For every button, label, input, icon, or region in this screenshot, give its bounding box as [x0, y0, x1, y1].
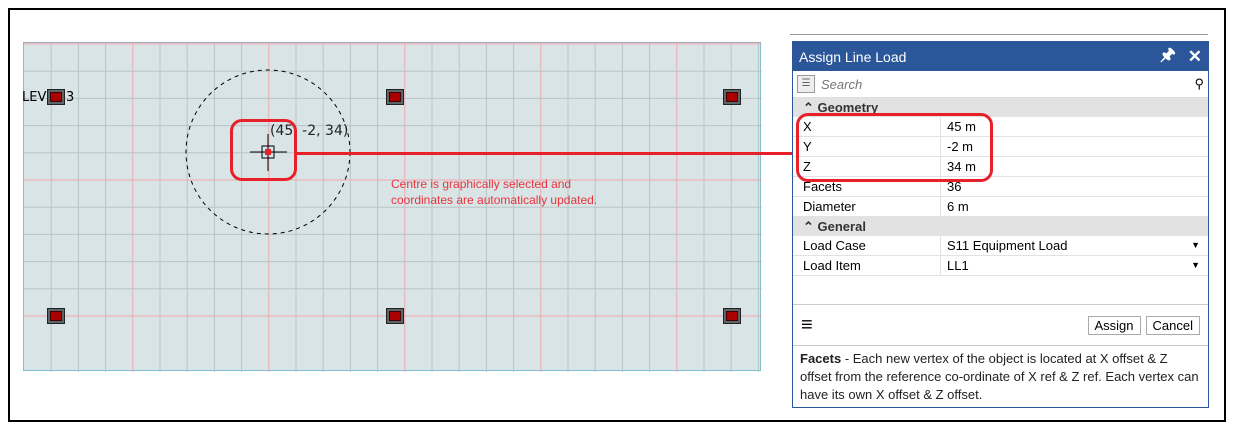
column-marker[interactable] [723, 308, 741, 324]
highlight-box-xyz [796, 113, 993, 182]
screenshot-frame [8, 8, 1226, 422]
annotation-line: coordinates are automatically updated. [391, 193, 598, 207]
property-value[interactable]: LL1 ▼ [941, 256, 1208, 275]
property-row[interactable]: X 45 m [793, 117, 1208, 137]
panel-footer: ≡ Assign Cancel [793, 304, 1208, 346]
callout-line [297, 152, 797, 155]
property-label: X [793, 117, 941, 136]
property-label: Load Case [793, 236, 941, 255]
property-row[interactable]: Load Item LL1 ▼ [793, 256, 1208, 276]
search-input[interactable] [821, 76, 1195, 92]
column-marker[interactable] [47, 89, 65, 105]
close-icon[interactable]: ✕ [1187, 46, 1202, 66]
property-value[interactable]: 6 m [941, 197, 1208, 216]
property-value[interactable]: S11 Equipment Load ▼ [941, 236, 1208, 255]
property-value[interactable]: 45 m [941, 117, 1208, 136]
section-title: Geometry [817, 100, 879, 115]
search-icon[interactable]: ⚲ [1194, 76, 1204, 91]
value-text: S11 Equipment Load [947, 238, 1068, 253]
divider [790, 34, 1208, 35]
annotation-line: Centre is graphically selected and [391, 177, 572, 191]
property-row[interactable]: Y -2 m [793, 137, 1208, 157]
property-row[interactable]: Load Case S11 Equipment Load ▼ [793, 236, 1208, 256]
section-geometry[interactable]: ⌃ Geometry [793, 98, 1208, 117]
property-label: Y [793, 137, 941, 156]
value-text: LL1 [947, 258, 969, 273]
annotation-note: Centre is graphically selected and coord… [391, 176, 597, 208]
panel-header: Assign Line Load 🖈︎ ✕ [793, 42, 1208, 71]
property-row[interactable]: Diameter 6 m [793, 197, 1208, 217]
column-marker[interactable] [386, 89, 404, 105]
property-label: Z [793, 157, 941, 176]
property-label: Facets [793, 177, 941, 196]
hamburger-menu-icon[interactable]: ≡ [801, 313, 813, 336]
property-value[interactable]: 36 [941, 177, 1208, 196]
pin-icon[interactable]: 🖈︎ [1160, 45, 1176, 64]
grid [24, 43, 762, 372]
value-text: 45 m [947, 119, 976, 134]
dropdown-arrow-icon[interactable]: ▼ [1191, 260, 1200, 270]
assign-button[interactable]: Assign [1087, 315, 1141, 335]
highlight-box-centre [230, 119, 297, 181]
selection-overlay [185, 69, 351, 235]
panel-title: Assign Line Load [799, 48, 907, 65]
value-text: 34 m [947, 159, 976, 174]
property-row[interactable]: Facets 36 [793, 177, 1208, 197]
section-title: General [817, 219, 866, 234]
dropdown-arrow-icon[interactable]: ▼ [1191, 240, 1200, 250]
description-text: - Each new vertex of the object is locat… [800, 351, 1199, 402]
section-general[interactable]: ⌃ General [793, 217, 1208, 236]
value-text: -2 m [947, 139, 973, 154]
column-marker[interactable] [723, 89, 741, 105]
property-label: Diameter [793, 197, 941, 216]
property-label: Load Item [793, 256, 941, 275]
description-term: Facets [800, 351, 842, 366]
column-marker[interactable] [47, 308, 65, 324]
assign-line-load-panel: Assign Line Load 🖈︎ ✕ ☰ ⚲ ⌃ Geometry X 45… [792, 41, 1209, 408]
list-view-icon[interactable]: ☰ [797, 75, 815, 93]
cancel-button[interactable]: Cancel [1145, 315, 1200, 335]
property-value[interactable]: 34 m [941, 157, 1208, 176]
property-value[interactable]: -2 m [941, 137, 1208, 156]
value-text: 6 m [947, 199, 969, 214]
property-row[interactable]: Z 34 m [793, 157, 1208, 177]
column-marker[interactable] [386, 308, 404, 324]
value-text: 36 [947, 179, 962, 194]
property-description: Facets - Each new vertex of the object i… [800, 350, 1202, 404]
search-bar: ☰ ⚲ [793, 71, 1208, 98]
